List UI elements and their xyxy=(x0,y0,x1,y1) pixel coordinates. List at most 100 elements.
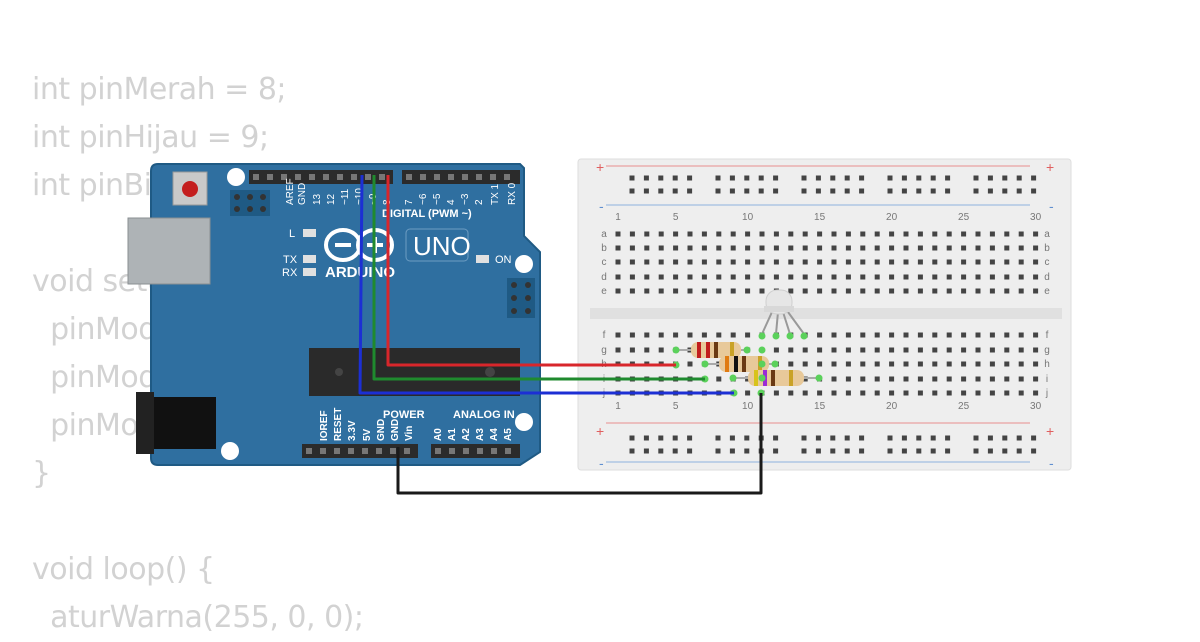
bottom-pin-label: 5V xyxy=(362,428,373,441)
top-pin-label: ~6 xyxy=(418,193,429,205)
row-label: d xyxy=(601,272,607,283)
rail-minus-top-left: - xyxy=(599,198,604,214)
row-label: j xyxy=(1045,388,1048,399)
row-label: h xyxy=(1044,359,1050,370)
bottom-pin-label: IOREF xyxy=(319,410,330,441)
connected-hole xyxy=(743,346,751,354)
row-label: i xyxy=(1046,374,1048,385)
resistor-1[interactable] xyxy=(676,342,747,358)
connected-hole xyxy=(800,332,808,340)
connected-hole xyxy=(758,360,766,368)
top-pin-label: ~11 xyxy=(340,188,351,205)
power-label: POWER xyxy=(383,409,425,421)
row-label: e xyxy=(601,286,607,297)
top-pin-label: 7 xyxy=(404,199,415,205)
connected-hole xyxy=(701,360,709,368)
code-line: int pinHijau = 9; xyxy=(32,120,269,155)
column-label: 30 xyxy=(1030,401,1042,412)
rail-lines xyxy=(606,165,1030,463)
bottom-pin-label: A5 xyxy=(503,428,514,441)
rail-plus-top-right: + xyxy=(1046,159,1054,175)
top-pin-label: ~3 xyxy=(460,193,471,205)
top-pin-label: RX 0 xyxy=(507,182,518,205)
column-label: 20 xyxy=(886,401,898,412)
arduino-logo: UNO ARDUINO xyxy=(324,228,471,281)
usb-port xyxy=(127,217,211,285)
top-pin-label: GND xyxy=(297,183,308,205)
status-leds: L TX RX ON xyxy=(282,228,512,279)
top-pin-label: 2 xyxy=(474,199,485,205)
led-label-tx: TX xyxy=(283,254,298,266)
breadboard[interactable]: + + - - + + - - 115510101515202025253030… xyxy=(577,158,1072,471)
rail-minus-bottom-left: - xyxy=(599,455,604,471)
connected-hole xyxy=(772,332,780,340)
row-label: g xyxy=(601,345,607,356)
connected-hole xyxy=(815,374,823,382)
bottom-pin-label: GND xyxy=(390,419,401,441)
row-label: c xyxy=(1045,257,1050,268)
column-label: 1 xyxy=(615,401,621,412)
column-label: 25 xyxy=(958,401,970,412)
code-line: void loop() { xyxy=(32,552,215,587)
code-line: aturWarna(255, 0, 0); xyxy=(32,600,364,635)
row-label: b xyxy=(1044,243,1050,254)
microcontroller-chip xyxy=(309,348,520,396)
bottom-pin-label: RESET xyxy=(333,408,344,441)
column-label: 1 xyxy=(615,212,621,223)
bottom-pin-label: A4 xyxy=(489,428,500,441)
wire-blue[interactable] xyxy=(358,174,734,395)
column-label: 25 xyxy=(958,212,970,223)
wire-red[interactable] xyxy=(386,175,676,367)
bottom-pin-label: A0 xyxy=(433,428,444,441)
row-label: a xyxy=(601,229,607,240)
connected-hole xyxy=(758,332,766,340)
row-label: f xyxy=(1046,330,1049,341)
row-label: f xyxy=(603,330,606,341)
code-line: } xyxy=(32,456,51,491)
top-pin-label: AREF xyxy=(285,178,296,205)
column-label: 15 xyxy=(814,212,826,223)
top-header[interactable] xyxy=(249,170,520,184)
rail-plus-bottom-right: + xyxy=(1046,423,1054,439)
rail-plus-top-left: + xyxy=(596,159,604,175)
connected-hole xyxy=(729,374,737,382)
connected-hole xyxy=(771,360,779,368)
analog-label: ANALOG IN xyxy=(453,409,515,421)
rail-plus-bottom-left: + xyxy=(596,423,604,439)
bottom-pin-label: Vin xyxy=(404,426,415,441)
wire-green[interactable] xyxy=(372,175,705,381)
row-label: c xyxy=(602,257,607,268)
digital-label: DIGITAL (PWM ~) xyxy=(382,208,472,220)
connected-hole xyxy=(672,346,680,354)
bottom-pin-label: A2 xyxy=(461,428,472,441)
top-pin-label: ~10 xyxy=(354,188,365,205)
top-pin-label: 13 xyxy=(312,193,323,205)
wire-black[interactable] xyxy=(396,393,763,495)
wires[interactable] xyxy=(358,174,763,495)
column-label: 20 xyxy=(886,212,898,223)
row-label: g xyxy=(1044,345,1050,356)
connected-hole xyxy=(786,332,794,340)
rail-minus-top-right: - xyxy=(1049,198,1054,214)
rgb-led[interactable] xyxy=(761,289,805,335)
top-pin-label: TX 1 xyxy=(490,183,501,205)
column-label: 5 xyxy=(673,212,679,223)
connected-hole-markers xyxy=(672,332,823,397)
led-label-rx: RX xyxy=(282,267,298,279)
rail-minus-bottom-right: - xyxy=(1049,455,1054,471)
row-label: e xyxy=(1044,286,1050,297)
connected-hole xyxy=(758,374,766,382)
top-pin-label: ~5 xyxy=(432,193,443,205)
row-label: a xyxy=(1044,229,1050,240)
uno-logo-text: UNO xyxy=(413,231,471,261)
row-label: b xyxy=(601,243,607,254)
top-pin-label: 4 xyxy=(446,199,457,205)
bottom-pin-label: A1 xyxy=(447,428,458,441)
column-label: 15 xyxy=(814,401,826,412)
bottom-header[interactable] xyxy=(302,444,520,458)
on-label: ON xyxy=(495,254,512,266)
column-label: 30 xyxy=(1030,212,1042,223)
